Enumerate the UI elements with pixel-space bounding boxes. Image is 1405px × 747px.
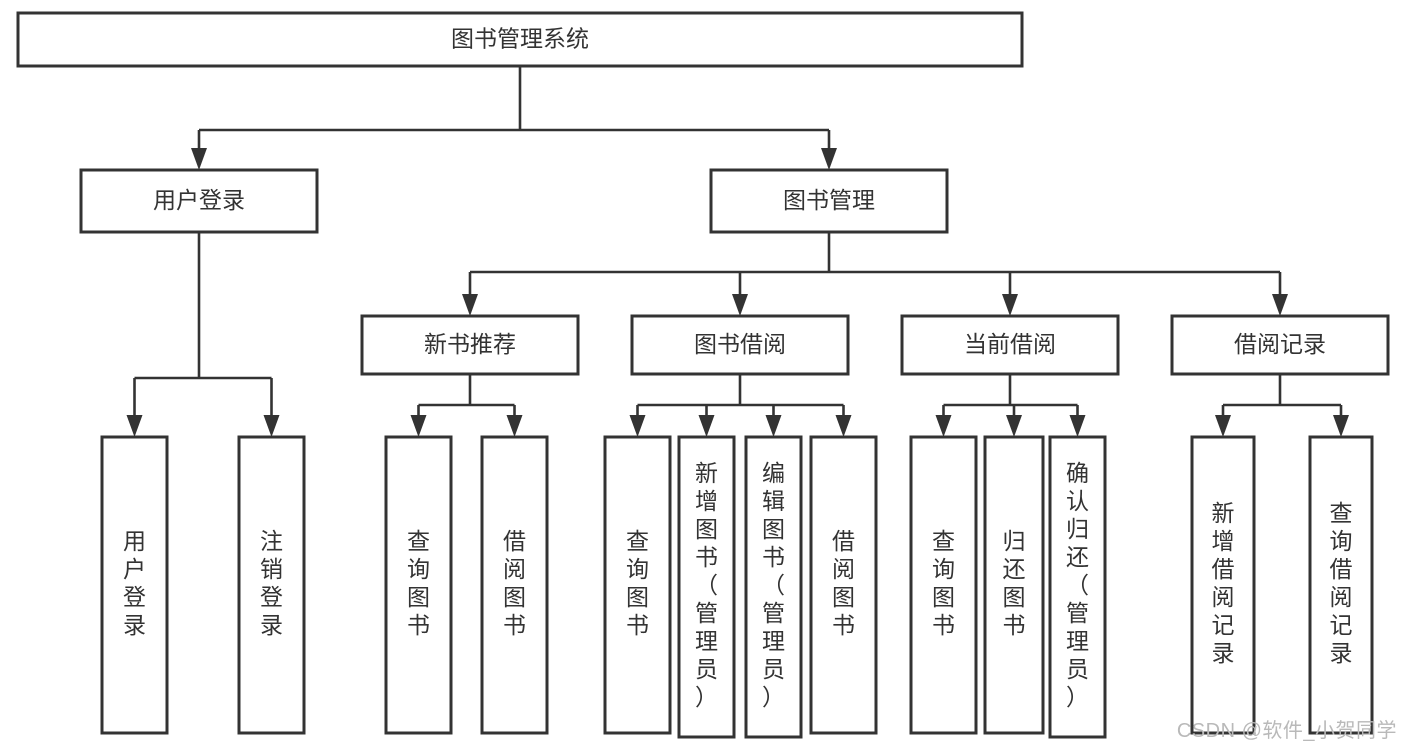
node-box (79, 168, 319, 234)
node-box (360, 314, 580, 376)
node-box (1190, 435, 1256, 735)
connector-group-user-login (126, 232, 280, 437)
connector-group-book-management (462, 232, 1288, 316)
node-box (384, 435, 453, 735)
node-leaf-edit-book-admin[interactable]: 编辑图书（管理员） (744, 435, 803, 739)
connector-group-new-book-recommend (410, 374, 523, 437)
arrow-head-icon (1215, 415, 1231, 437)
node-leaf-add-book-admin[interactable]: 新增图书（管理员） (677, 435, 736, 739)
node-leaf-logout-login[interactable]: 注销登录 (237, 435, 306, 735)
node-label: 图书管理 (783, 187, 875, 213)
node-book-borrow[interactable]: 图书借阅 (630, 314, 850, 376)
node-label: 确认归还（管理员） (1066, 460, 1089, 710)
arrow-head-icon (263, 415, 280, 437)
arrow-head-icon (191, 148, 207, 170)
arrow-head-icon (1006, 415, 1022, 437)
node-label: 新增借阅记录 (1212, 500, 1235, 666)
node-label: 用户登录 (153, 187, 245, 213)
arrow-head-icon (765, 415, 782, 437)
arrow-head-icon (1069, 415, 1086, 437)
node-box (709, 168, 949, 234)
node-book-management[interactable]: 图书管理 (709, 168, 949, 234)
arrow-head-icon (126, 415, 143, 437)
node-box (16, 11, 1024, 68)
connector-group-borrow-record (1215, 374, 1349, 437)
node-box (677, 435, 736, 739)
node-box (237, 435, 306, 735)
connector-group-root (191, 66, 837, 170)
arrow-head-icon (410, 415, 427, 437)
node-leaf-query-book-borrow[interactable]: 查询图书 (603, 435, 672, 735)
node-leaf-borrow-book-borrow[interactable]: 借阅图书 (809, 435, 878, 735)
node-leaf-return-book[interactable]: 归还图书 (983, 435, 1045, 735)
node-layer: 图书管理系统用户登录图书管理新书推荐图书借阅当前借阅借阅记录用户登录注销登录查询… (16, 11, 1390, 739)
node-leaf-borrow-book-recommend[interactable]: 借阅图书 (480, 435, 549, 735)
node-leaf-query-book-recommend[interactable]: 查询图书 (384, 435, 453, 735)
connector-group-book-borrow (629, 374, 852, 437)
node-label: 查询借阅记录 (1330, 500, 1353, 666)
node-label: 注销登录 (260, 528, 283, 638)
node-label: 查询图书 (407, 528, 430, 638)
arrow-head-icon (835, 415, 852, 437)
node-label: 用户登录 (123, 528, 146, 638)
watermark-text: CSDN @软件_小贺同学 (1176, 720, 1397, 742)
arrow-head-icon (1002, 294, 1018, 316)
node-user-login[interactable]: 用户登录 (79, 168, 319, 234)
arrow-head-icon (732, 294, 748, 316)
arrow-head-icon (506, 415, 523, 437)
node-current-borrow[interactable]: 当前借阅 (900, 314, 1120, 376)
node-root-system[interactable]: 图书管理系统 (16, 11, 1024, 68)
node-box (480, 435, 549, 735)
arrow-head-icon (629, 415, 646, 437)
node-box (900, 314, 1120, 376)
node-leaf-query-book-current[interactable]: 查询图书 (909, 435, 978, 735)
node-label: 新增图书（管理员） (695, 460, 718, 710)
node-leaf-query-borrow-record[interactable]: 查询借阅记录 (1308, 435, 1374, 735)
connector-group-current-borrow (935, 374, 1086, 437)
node-box (744, 435, 803, 739)
node-label: 查询图书 (626, 528, 649, 638)
node-box (1308, 435, 1374, 735)
arrow-head-icon (698, 415, 715, 437)
node-label: 归还图书 (1003, 528, 1026, 638)
arrow-head-icon (1272, 294, 1288, 316)
node-box (1170, 314, 1390, 376)
node-box (630, 314, 850, 376)
node-borrow-record[interactable]: 借阅记录 (1170, 314, 1390, 376)
node-leaf-confirm-return-admin[interactable]: 确认归还（管理员） (1048, 435, 1107, 739)
node-label: 借阅图书 (832, 528, 855, 638)
node-box (100, 435, 169, 735)
arrow-head-icon (821, 148, 837, 170)
node-leaf-add-borrow-record[interactable]: 新增借阅记录 (1190, 435, 1256, 735)
node-leaf-user-login[interactable]: 用户登录 (100, 435, 169, 735)
node-label: 图书借阅 (694, 331, 786, 357)
node-label: 借阅图书 (503, 528, 526, 638)
connector-layer (126, 66, 1349, 437)
node-label: 当前借阅 (964, 331, 1056, 357)
arrow-head-icon (1333, 415, 1349, 437)
node-label: 查询图书 (932, 528, 955, 638)
node-box (983, 435, 1045, 735)
node-new-book-recommend[interactable]: 新书推荐 (360, 314, 580, 376)
node-label: 借阅记录 (1234, 331, 1326, 357)
node-label: 新书推荐 (424, 331, 516, 357)
arrow-head-icon (935, 415, 952, 437)
node-box (603, 435, 672, 735)
node-box (809, 435, 878, 735)
node-box (1048, 435, 1107, 739)
arrow-head-icon (462, 294, 478, 316)
node-label: 编辑图书（管理员） (762, 460, 785, 710)
node-label: 图书管理系统 (451, 26, 589, 52)
node-box (909, 435, 978, 735)
